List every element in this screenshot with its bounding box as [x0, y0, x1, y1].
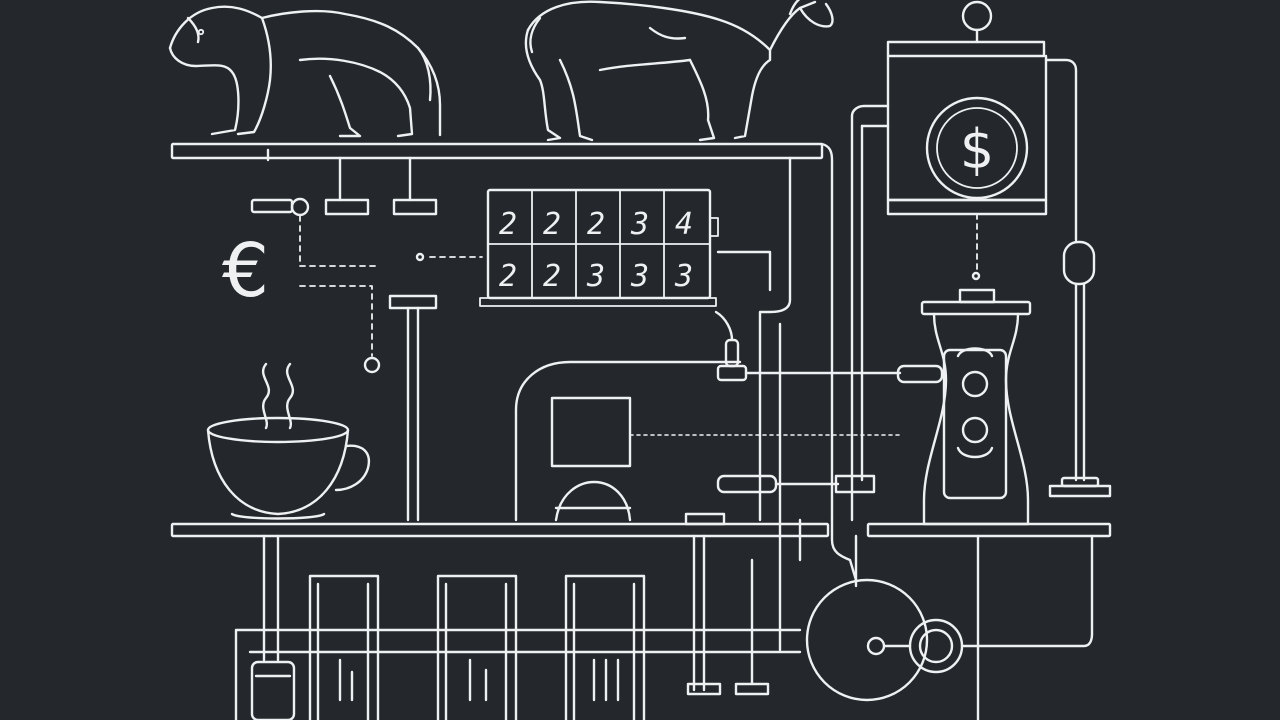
counter-digit: 3: [586, 259, 605, 294]
svg-text:€: €: [222, 228, 269, 314]
bull-icon: [524, 0, 834, 142]
dollar-coin-icon: $: [925, 96, 1029, 200]
shaker-bottle-icon: [920, 288, 1032, 526]
counter-digit: 2: [587, 207, 605, 242]
bear-icon: [168, 5, 442, 138]
middle-shelf: [170, 522, 1112, 538]
counter-digit: 2: [499, 259, 517, 294]
counter-digit: 2: [543, 259, 561, 294]
counter-digit: 3: [674, 259, 693, 294]
euro-icon: €: [222, 228, 269, 314]
counter-digit: 2: [543, 207, 561, 242]
euro-connectors: [299, 215, 483, 374]
counter-digit: 3: [630, 259, 649, 294]
counter-display: 2 2 2 3 4 2 2 3 3 3: [479, 188, 719, 307]
counter-digit: 2: [499, 207, 517, 242]
top-shelf: [170, 142, 824, 217]
gauge-icon: [805, 518, 1094, 720]
svg-text:$: $: [960, 118, 994, 181]
counter-digit: 3: [630, 207, 649, 242]
bottom-tanks: [234, 534, 802, 720]
dollar-coin-box: [850, 0, 1078, 522]
counter-digit: 4: [675, 207, 693, 242]
pipe-network: [388, 142, 944, 652]
coffee-cup-icon: [206, 362, 371, 520]
lever-handle: [1048, 240, 1112, 498]
central-machine: [514, 360, 901, 526]
